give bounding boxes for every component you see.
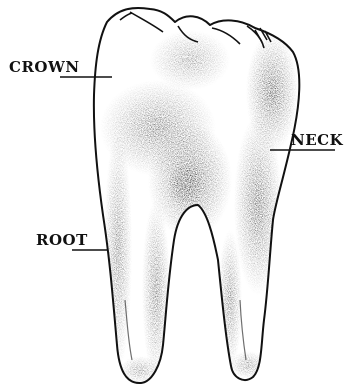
label-root-text: ROOT bbox=[36, 231, 88, 249]
label-root: ROOT bbox=[36, 231, 108, 250]
label-crown-text: CROWN bbox=[9, 58, 80, 76]
label-neck-text: NECK bbox=[291, 131, 344, 149]
